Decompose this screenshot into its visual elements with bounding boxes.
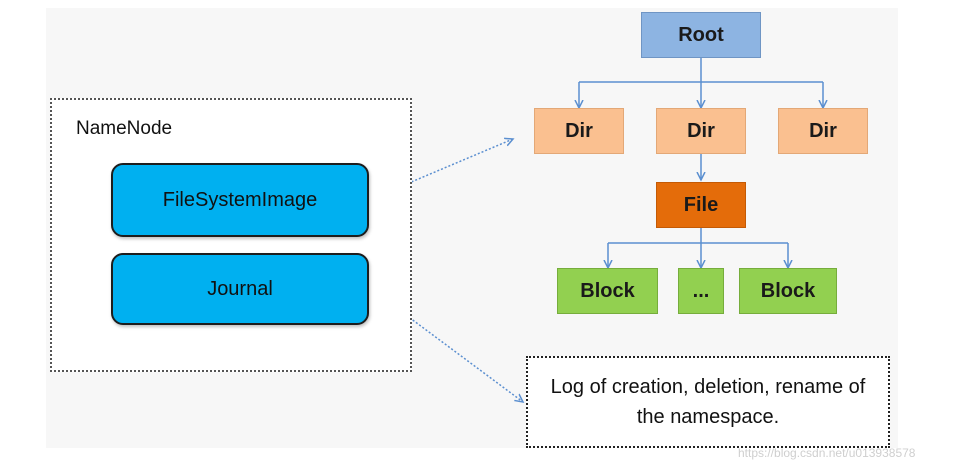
file-label: File bbox=[683, 193, 719, 216]
dir-label-2: Dir bbox=[687, 119, 715, 142]
namenode-label: NameNode bbox=[76, 118, 173, 139]
block-node-ellipsis: ... bbox=[678, 268, 724, 314]
dir-node-1: Dir bbox=[534, 108, 624, 154]
root-label: Root bbox=[678, 23, 724, 46]
filesystem-image-box: FileSystemImage bbox=[111, 163, 369, 237]
block-label-ellipsis: ... bbox=[692, 279, 710, 302]
root-node: Root bbox=[641, 12, 761, 58]
dir-label-1: Dir bbox=[565, 119, 593, 142]
watermark: https://blog.csdn.net/u013938578 bbox=[738, 446, 916, 460]
dir-node-3: Dir bbox=[778, 108, 868, 154]
block-label-2: Block bbox=[760, 279, 816, 302]
journal-to-log-arrow bbox=[370, 288, 523, 402]
filesystem-image-label: FileSystemImage bbox=[162, 188, 318, 211]
journal-box: Journal bbox=[111, 253, 369, 325]
journal-note-text: Log of creation, deletion, rename of the… bbox=[550, 376, 866, 428]
dir-label-3: Dir bbox=[809, 119, 837, 142]
file-node: File bbox=[656, 182, 746, 228]
block-label-1: Block bbox=[580, 279, 635, 302]
journal-note-box: Log of creation, deletion, rename of the… bbox=[526, 356, 890, 448]
dir-node-2: Dir bbox=[656, 108, 746, 154]
block-node-2: Block bbox=[739, 268, 837, 314]
block-node-1: Block bbox=[557, 268, 658, 314]
journal-label: Journal bbox=[207, 277, 273, 300]
